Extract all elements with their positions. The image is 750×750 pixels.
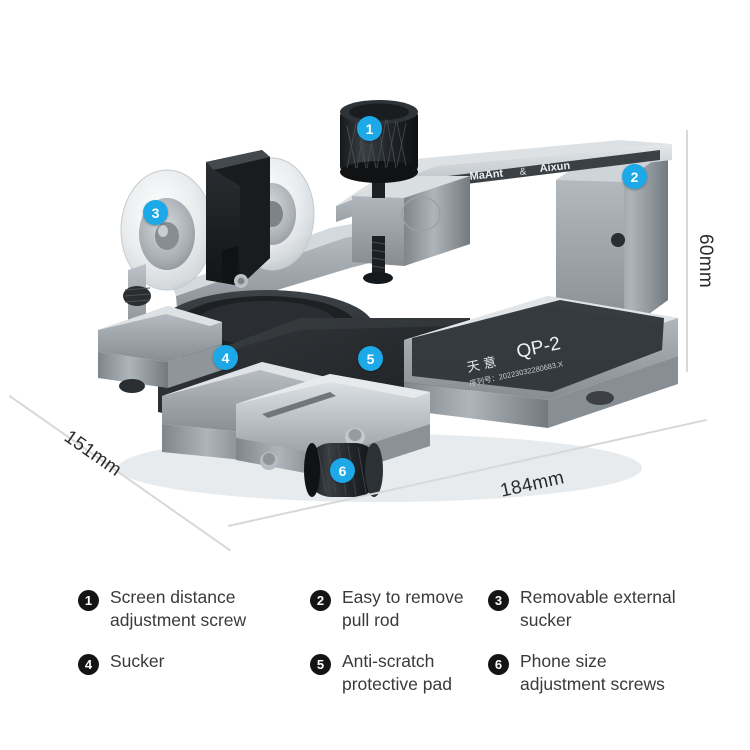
callout-badge-2[interactable]: 2 bbox=[622, 164, 647, 189]
legend-item-5: 5 Anti-scratch protective pad bbox=[310, 650, 488, 696]
legend-badge-5: 5 bbox=[310, 654, 331, 676]
callout-badge-3[interactable]: 3 bbox=[143, 200, 168, 225]
legend-label-1: Screen distance adjustment screw bbox=[110, 587, 247, 631]
callout-badge-5[interactable]: 5 bbox=[358, 346, 383, 371]
legend-badge-3: 3 bbox=[488, 590, 509, 611]
svg-text:&: & bbox=[519, 166, 527, 178]
legend-label-6: Phone size adjustment screws bbox=[520, 651, 665, 695]
dimension-line-height bbox=[686, 130, 688, 372]
legend-badge-4: 4 bbox=[78, 654, 99, 676]
callout-badge-6[interactable]: 6 bbox=[330, 458, 355, 483]
legend-item-3: 3 Removable external sucker bbox=[488, 586, 698, 632]
legend-item-2: 2 Easy to remove pull rod bbox=[310, 586, 488, 632]
legend-item-6: 6 Phone size adjustment screws bbox=[488, 650, 698, 696]
legend-badge-2: 2 bbox=[310, 590, 331, 611]
legend-item-4: 4 Sucker bbox=[78, 650, 310, 696]
legend-label-5: Anti-scratch protective pad bbox=[342, 651, 452, 695]
dimension-label-height: 60mm bbox=[695, 234, 716, 288]
svg-text:Aixun: Aixun bbox=[539, 160, 571, 175]
legend-badge-6: 6 bbox=[488, 654, 509, 676]
callout-badge-1[interactable]: 1 bbox=[357, 116, 382, 141]
engraved-cn-text: 天 意 bbox=[466, 354, 498, 375]
legend-label-4: Sucker bbox=[110, 651, 165, 672]
legend-item-1: 1 Screen distance adjustment screw bbox=[78, 586, 310, 632]
brand-text: MaAnt bbox=[469, 168, 504, 183]
legend-label-2: Easy to remove pull rod bbox=[342, 587, 464, 631]
legend-badge-1: 1 bbox=[78, 590, 99, 611]
callout-badge-4[interactable]: 4 bbox=[213, 345, 238, 370]
legend: 1 Screen distance adjustment screw 2 Eas… bbox=[78, 586, 698, 696]
legend-label-3: Removable external sucker bbox=[520, 587, 676, 631]
